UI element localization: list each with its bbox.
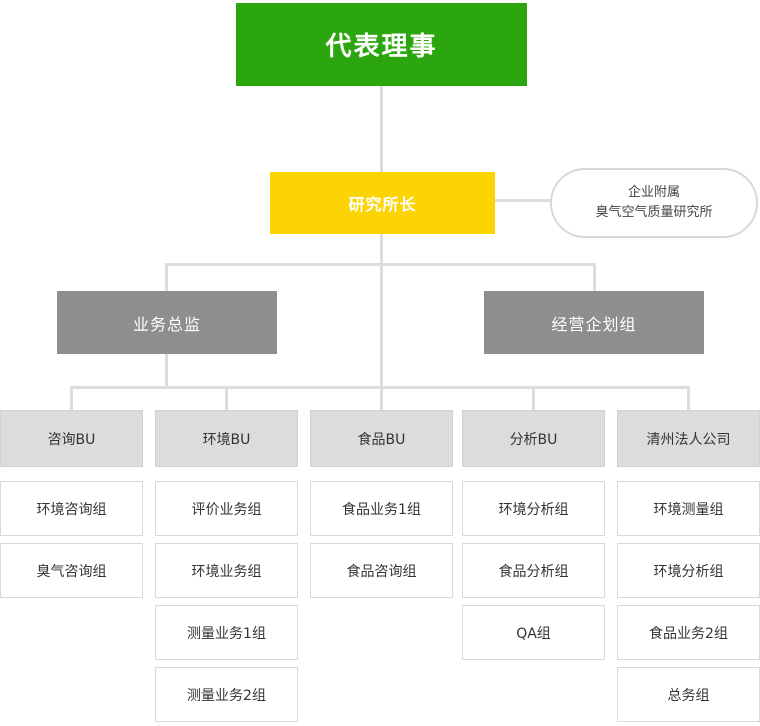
org-node-label: 经营企划组	[551, 314, 637, 334]
team-box: 环境业务组	[155, 543, 298, 598]
division-header-analysis-bu: 分析BU	[462, 410, 605, 467]
division-label: 清州法人公司	[646, 431, 731, 448]
division-label: 分析BU	[509, 431, 558, 448]
division-header-environment-bu: 环境BU	[155, 410, 298, 467]
division-label: 食品BU	[357, 431, 406, 448]
affiliate-line-1: 企业附属	[627, 184, 680, 200]
team-label: 食品业务2组	[649, 625, 728, 642]
team-label: 环境测量组	[653, 501, 724, 518]
connector-divisions-horizontal	[70, 386, 689, 389]
team-box: 环境分析组	[617, 543, 760, 598]
org-node-affiliate-institute: 企业附属 臭气空气质量研究所	[550, 168, 758, 238]
connector-drop-division-0	[70, 386, 73, 410]
connector-managers-horizontal	[165, 263, 596, 266]
team-label: 测量业务1组	[187, 625, 266, 642]
affiliate-line-2: 臭气空气质量研究所	[595, 205, 713, 220]
team-box: 环境咨询组	[0, 481, 143, 536]
org-node-research-institute-director: 研究所长	[270, 172, 495, 234]
connector-drop-manager-right	[593, 263, 596, 291]
team-label: QA组	[516, 625, 551, 642]
connector-drop-manager-left	[165, 263, 168, 291]
connector-drop-division-3	[532, 386, 535, 410]
team-label: 评价业务组	[191, 501, 262, 518]
team-box: 臭气咨询组	[0, 543, 143, 598]
team-label: 食品咨询组	[346, 563, 417, 580]
team-box: 食品业务2组	[617, 605, 760, 660]
org-node-business-director: 业务总监	[57, 291, 277, 354]
team-box: 食品业务1组	[310, 481, 453, 536]
team-box: 测量业务1组	[155, 605, 298, 660]
team-label: 总务组	[667, 687, 710, 704]
division-header-food-bu: 食品BU	[310, 410, 453, 467]
team-label: 环境咨询组	[36, 501, 107, 518]
org-node-representative-director: 代表理事	[236, 3, 527, 86]
team-label: 测量业务2组	[187, 687, 266, 704]
org-node-label: 代表理事	[325, 32, 438, 62]
team-label: 食品业务1组	[342, 501, 421, 518]
connector-manager-left-down	[165, 354, 168, 388]
team-box: QA组	[462, 605, 605, 660]
team-box: 总务组	[617, 667, 760, 722]
team-label: 环境分析组	[653, 563, 724, 580]
connector-root-to-director	[380, 86, 383, 172]
team-box: 食品咨询组	[310, 543, 453, 598]
connector-drop-division-1	[225, 386, 228, 410]
team-label: 食品分析组	[498, 563, 569, 580]
team-box: 环境分析组	[462, 481, 605, 536]
division-label: 环境BU	[202, 431, 251, 448]
team-box: 食品分析组	[462, 543, 605, 598]
division-header-cheongju-corporation: 清州法人公司	[617, 410, 760, 467]
team-box: 环境测量组	[617, 481, 760, 536]
connector-director-to-affiliate	[494, 199, 552, 202]
connector-drop-division-4	[687, 386, 690, 410]
team-label: 环境业务组	[191, 563, 262, 580]
division-label: 咨询BU	[47, 431, 96, 448]
team-box: 测量业务2组	[155, 667, 298, 722]
org-node-management-planning-group: 经营企划组	[484, 291, 704, 354]
team-box: 评价业务组	[155, 481, 298, 536]
team-label: 臭气咨询组	[36, 563, 107, 580]
division-header-consulting-bu: 咨询BU	[0, 410, 143, 467]
connector-center-vertical	[380, 234, 383, 410]
team-label: 环境分析组	[498, 501, 569, 518]
org-node-label: 研究所长	[348, 195, 417, 214]
org-node-label: 业务总监	[132, 314, 201, 334]
